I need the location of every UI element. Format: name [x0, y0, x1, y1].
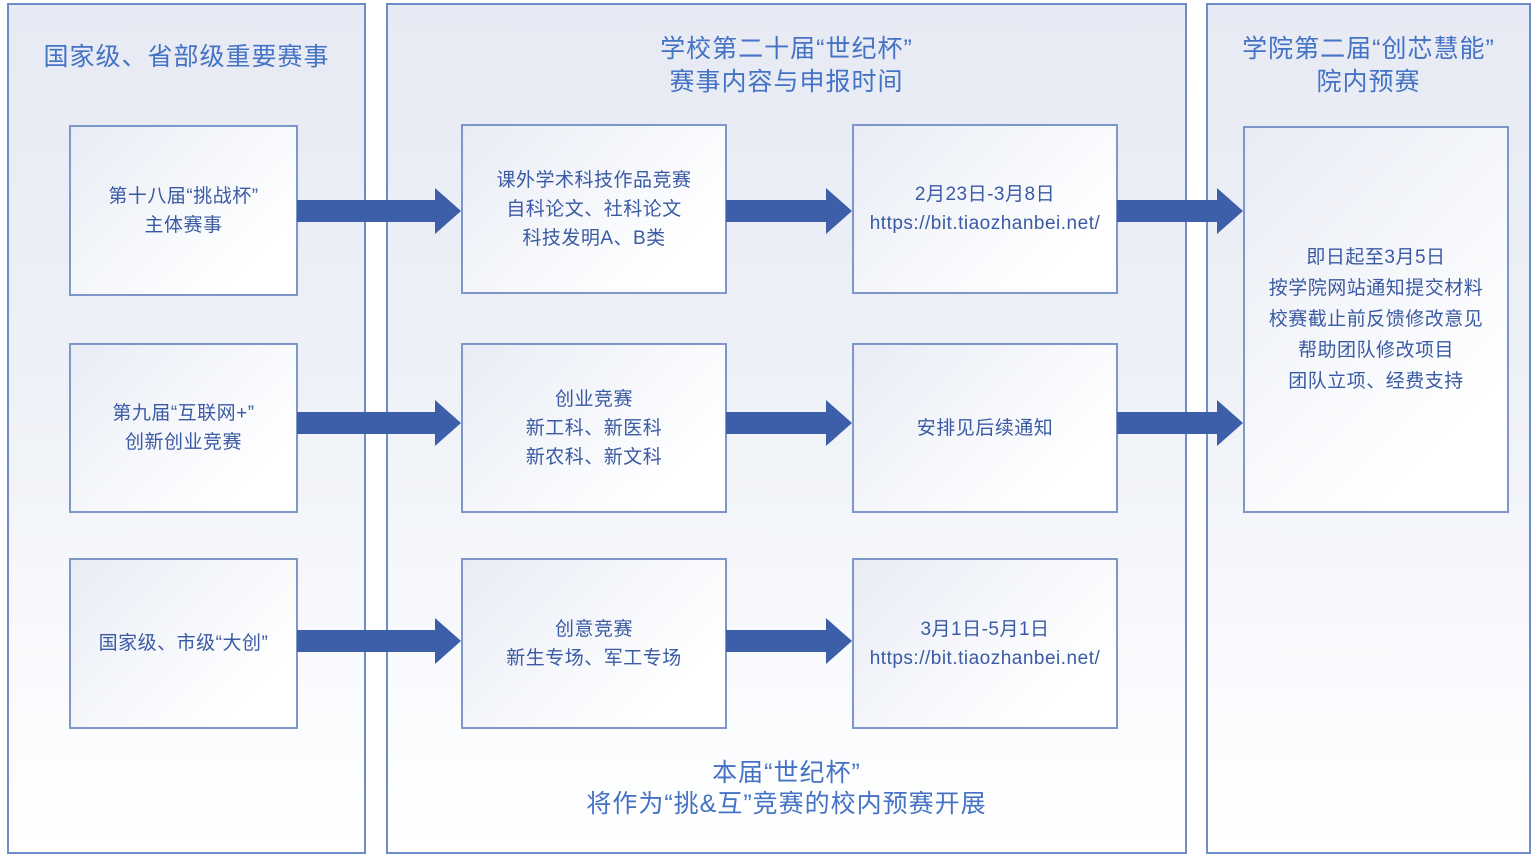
box-text-line: 帮助团队修改项目: [1297, 340, 1454, 361]
arrow-shaft: [726, 412, 826, 434]
century-cup-footnote: 本届“世纪杯” 将作为“挑&互”竞赛的校内预赛开展: [386, 758, 1187, 820]
national-panel-title: 国家级、省部级重要赛事: [7, 41, 366, 74]
box-schedule-creativity: 3月1日-5月1日 https://bit.tiaozhanbei.net/: [852, 558, 1118, 729]
box-text-line: 按学院网站通知提交材料: [1268, 278, 1484, 299]
box-text-line: 新工科、新医科: [525, 417, 663, 439]
box-entrepreneurship-competition: 创业竞赛 新工科、新医科 新农科、新文科: [461, 343, 727, 513]
schedule-date-line: 2月23日-3月8日: [914, 184, 1056, 205]
box-academic-works-competition: 课外学术科技作品竞赛 自科论文、社科论文 科技发明A、B类: [461, 124, 727, 294]
box-text-line: 第十八届“挑战杯”: [108, 185, 259, 207]
footnote-line: 将作为“挑&互”竞赛的校内预赛开展: [586, 790, 987, 818]
box-college-preliminary-details: 即日起至3月5日 按学院网站通知提交材料 校赛截止前反馈修改意见 帮助团队修改项…: [1243, 126, 1509, 513]
box-creativity-competition: 创意竞赛 新生专场、军工专场: [461, 558, 727, 729]
arrow-shaft: [297, 200, 435, 222]
box-text-line: 主体赛事: [144, 214, 223, 236]
arrow-shaft: [726, 630, 826, 652]
arrow-head: [826, 188, 852, 234]
arrow-shaft: [1117, 200, 1217, 222]
box-text-line: 新生专场、军工专场: [506, 647, 682, 669]
schedule-url-line: https://bit.tiaozhanbei.net/: [869, 213, 1101, 234]
box-text-line: 创业竞赛: [554, 388, 633, 410]
box-internet-plus: 第九届“互联网+” 创新创业竞赛: [69, 343, 298, 513]
box-text-line: 即日起至3月5日: [1306, 247, 1446, 268]
right-arrow-icon: [1117, 400, 1243, 446]
box-text-line: 创新创业竞赛: [124, 432, 242, 453]
box-text-line: 团队立项、经费支持: [1288, 371, 1464, 392]
box-text-line: 创意竞赛: [554, 618, 633, 640]
arrow-shaft: [297, 412, 435, 434]
title-line: 国家级、省部级重要赛事: [43, 43, 330, 71]
college-panel-title: 学院第二届“创芯慧能” 院内预赛: [1206, 33, 1531, 99]
box-dachuang: 国家级、市级“大创”: [69, 558, 298, 729]
right-arrow-icon: [726, 400, 852, 446]
right-arrow-icon: [297, 618, 461, 664]
box-text-line: 新农科、新文科: [525, 446, 663, 468]
right-arrow-icon: [726, 188, 852, 234]
right-arrow-icon: [1117, 188, 1243, 234]
box-challenge-cup: 第十八届“挑战杯” 主体赛事: [69, 125, 298, 296]
arrow-head: [435, 400, 461, 446]
title-line: 院内预赛: [1316, 68, 1421, 96]
schedule-date-line: 安排见后续通知: [916, 417, 1054, 439]
school-panel-title: 学校第二十届“世纪杯” 赛事内容与申报时间: [386, 33, 1187, 99]
box-text-line: 第九届“互联网+”: [112, 403, 255, 424]
arrow-shaft: [726, 200, 826, 222]
arrow-shaft: [1117, 412, 1217, 434]
box-text-line: 国家级、市级“大创”: [98, 633, 269, 654]
right-arrow-icon: [726, 618, 852, 664]
box-text-line: 自科论文、社科论文: [506, 198, 682, 220]
arrow-head: [826, 618, 852, 664]
arrow-head: [826, 400, 852, 446]
box-text-line: 科技发明A、B类: [522, 227, 666, 249]
title-line: 学校第二十届“世纪杯”: [660, 35, 913, 63]
box-text-line: 校赛截止前反馈修改意见: [1268, 309, 1484, 330]
right-arrow-icon: [297, 400, 461, 446]
schedule-url-line: https://bit.tiaozhanbei.net/: [869, 647, 1101, 669]
arrow-shaft: [297, 630, 435, 652]
title-line: 赛事内容与申报时间: [669, 68, 904, 96]
footnote-line: 本届“世纪杯”: [712, 759, 861, 787]
arrow-head: [435, 188, 461, 234]
arrow-head: [435, 618, 461, 664]
box-schedule-academic: 2月23日-3月8日 https://bit.tiaozhanbei.net/: [852, 124, 1118, 294]
box-text-line: 课外学术科技作品竞赛: [496, 169, 692, 191]
arrow-head: [1217, 400, 1243, 446]
box-schedule-entrepreneurship: 安排见后续通知: [852, 343, 1118, 513]
arrow-head: [1217, 188, 1243, 234]
schedule-date-line: 3月1日-5月1日: [920, 618, 1050, 640]
right-arrow-icon: [297, 188, 461, 234]
title-line: 学院第二届“创芯慧能”: [1242, 35, 1495, 63]
